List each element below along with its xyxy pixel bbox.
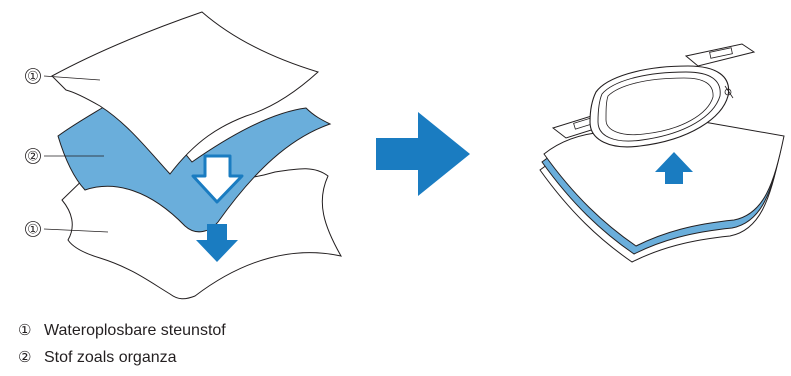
callout-circle xyxy=(25,68,41,84)
callout-number: ① xyxy=(27,70,39,85)
legend-number: ② xyxy=(18,348,32,366)
top-stabilizer-sheet xyxy=(51,11,319,175)
callout-number: ② xyxy=(27,150,39,165)
callout-circle xyxy=(25,221,41,237)
arrow-down-icon xyxy=(191,154,244,204)
callout-leader xyxy=(43,75,101,81)
legend-number: ① xyxy=(18,321,32,339)
embroidery-hoop-icon xyxy=(551,43,756,148)
bottom-stabilizer-sheet xyxy=(61,167,342,300)
legend-text: Stof zoals organza xyxy=(44,349,177,366)
callout-leader xyxy=(43,228,109,233)
arrow-right-icon xyxy=(376,112,470,196)
arrow-down-icon xyxy=(196,224,238,262)
arrow-up-icon xyxy=(655,152,693,184)
callout-circle xyxy=(25,148,41,164)
legend: ① Wateroplosbare steunstof ② Stof zoals or… xyxy=(18,317,226,371)
callout-number: ① xyxy=(27,223,39,238)
legend-item: ① Wateroplosbare steunstof xyxy=(18,317,226,344)
legend-text: Wateroplosbare steunstof xyxy=(44,322,226,339)
legend-item: ② Stof zoals organza xyxy=(18,344,226,371)
